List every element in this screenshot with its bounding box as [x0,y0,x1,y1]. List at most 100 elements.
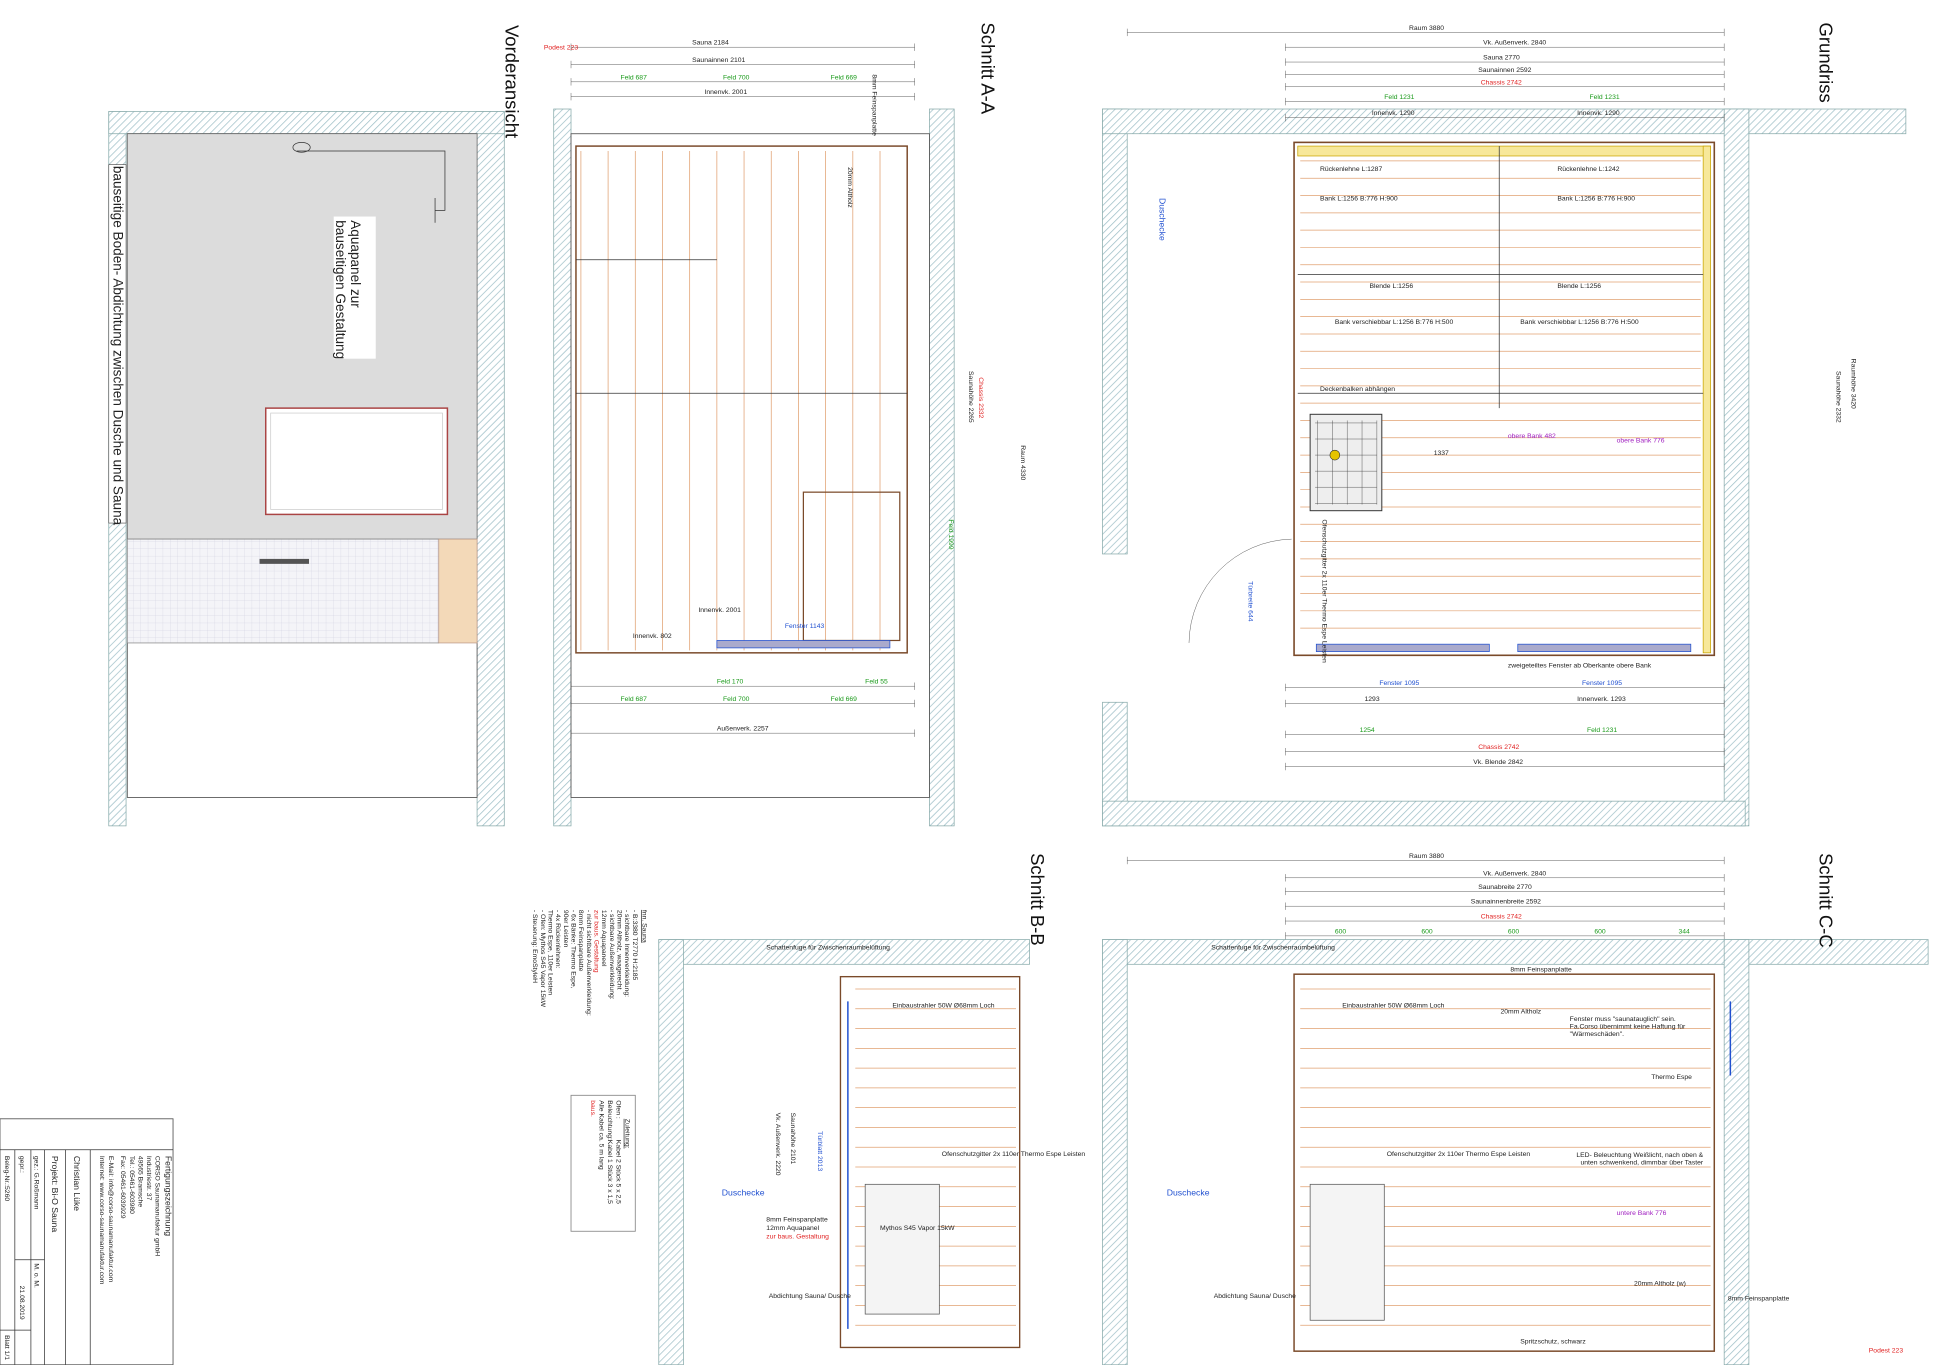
label: 8mm Feinspanplatte [1510,967,1572,974]
dim-label: Sauna 2770 [1483,55,1520,62]
label: 12mm Aquapanel [766,1225,819,1232]
dim-label: Innenvk. 2001 [705,89,748,96]
customer: Christian Lüke [72,1156,82,1211]
dim-label: Saunainnen 2592 [1478,67,1531,74]
dim-label: Raum 3880 [1409,25,1444,32]
dim-label: Feld 1231 [1589,94,1619,101]
dim-label: Sauna 2184 [692,40,729,47]
label: Einbaustrahler 50W Ø68mm Loch [892,1003,994,1010]
door-swing [1188,538,1292,643]
dim-label: Podest 223 [544,45,579,52]
sheet-number: Blatt 1/1 [3,1335,10,1360]
dim-label: Feld 55 [865,679,888,686]
floor-note: bauseitige Boden- Abdichtung zwischen Du… [111,166,126,526]
wood-slats [580,151,881,651]
supply-value: Kabel 2 Stück 5 x 2,5 [615,1140,622,1204]
dim-label: Feld 1231 [1587,727,1617,734]
wall-hatch [1102,939,1128,1365]
supply-value: Kabel 1 Stück 3 x 1,5 [606,1140,613,1204]
document-number: Beleg-Nr.:5260 [3,1156,10,1201]
note-line: - Steuerung: EmoStyleH [531,910,538,983]
oven [1309,413,1383,512]
oven [864,1183,940,1315]
label: 8mm Feinspanplatte [1728,1295,1790,1302]
label: Einbaustrahler 50W Ø68mm Loch [1342,1003,1444,1010]
label-shower-corner: Duschecke [722,1187,765,1197]
sauna-shell [575,145,908,654]
label: Abdichtung Sauna/ Dusche [1214,1293,1296,1300]
dim-label: Vk. Außenverk. 2840 [1483,870,1546,877]
dim-label: Feld 669 [831,696,858,703]
dim-label: Feld 669 [831,74,858,81]
wall-hatch [1723,108,1750,827]
wall-hatch [1102,939,1929,965]
dim-label: 600 [1335,928,1347,935]
label: Rückenlehne L:1242 [1557,166,1619,173]
dim-label: Saunainnenbreite 2592 [1471,899,1541,906]
label-shower-corner: Duschecke [1167,1187,1210,1197]
dim-label: Innenvk. 802 [633,633,672,640]
email: E-Mail: info@corso-saunamanufaktur.com [107,1156,114,1283]
sauna-outline [1293,141,1716,657]
section-bb: Schattenfuge für Zwischenraumbelüftung E… [658,853,1085,1365]
wall-hatch [658,939,1030,965]
bench-tiles [126,538,440,644]
dim-label: Vk. Außenverk. 2220 [774,1113,781,1176]
wall-hatch [476,111,505,827]
heading-section-bb: Schnitt B-B [1027,853,1048,946]
dim-label: Fenster 1095 [1582,680,1622,687]
wall-hatch [658,939,684,1365]
note-line: - nicht sichtbare Außenverkleidung: [585,910,592,1016]
label: Raumhöhe 3420 [1849,359,1856,409]
panel-note-line1: Aquapanel zur [348,220,363,308]
fax: Fax: 05461-6039929 [119,1156,126,1219]
dim-label: Feld 700 [723,74,750,81]
dim-label: Chassis 2742 [1478,744,1519,751]
dim-label: Innenverk. 1293 [1577,696,1626,703]
note-line: - 6x Bänke: Thermo Espe, [570,910,577,989]
label: Bank verschiebbar L:1256 B:776 H:500 [1335,319,1454,326]
shower-fitting [296,150,446,223]
dim-label: Saunahöhe 2101 [789,1113,796,1165]
project: Projekt: Bi-O Sauna [50,1156,60,1233]
dim-label: Feld 687 [620,74,647,81]
label: obere Bank 482 [1508,433,1556,440]
supply-title: Zuleitung: [623,1119,630,1149]
wall-hatch [108,111,505,135]
dim-label: 20mm Altholz [846,167,853,208]
note-line: - Ofen: Mythos S45 Vapor 15kW [539,910,546,1008]
dim-label: Feld 1999 [947,519,954,549]
note-line: - 4x Rückenlehnen: [554,910,561,969]
window-glass [1517,643,1692,652]
wall-hatch [1723,939,1750,1365]
wall-hatch [1102,108,1128,555]
label: Podest 223 [1869,1347,1904,1354]
scale: M. o. M. [33,1263,40,1288]
label: zur baus. Gestaltung [766,1234,829,1241]
dim-label: Feld 1231 [1384,94,1414,101]
label: Ofenschutzgitter 2x 110er Thermo Espe Le… [1320,519,1327,663]
shower-head-icon [292,142,311,153]
note-line: 20mm Altholz, waagerecht [615,910,622,990]
note-line: Thermo Espe, 110er Leisten [547,910,554,995]
label: Blende L:1256 [1557,283,1601,290]
dim-label: Vk. Blende 2842 [1473,759,1523,766]
dim-label: Innenvk. 2001 [698,607,741,614]
dim-label: Raum 4330 [1019,445,1026,480]
date: 21.08.2019 [18,1286,25,1320]
note-line: - B:3380 T2770 H:2185 [631,910,638,981]
panel-note-line2: bauseitigen Gestaltung [333,220,348,359]
phone: Tel.: 05461-603980 [128,1156,135,1214]
label: Mythos S45 Vapor 15kW [880,1225,955,1232]
dim-label: 1293 [1365,696,1380,703]
label: 1337 [1434,450,1449,457]
oven-stones-icon [1329,449,1341,461]
note-line: 8mm Feinspanplatte [577,910,584,972]
note-line: - sichtbare Außenverkleidung: [608,910,615,1000]
section-aa: Podest 223 Sauna 2184 Saunainnen 2101 Fe… [544,22,1026,827]
notes-list: fnn. Sauna - B:3380 T2770 H:2185- sichtb… [531,910,648,1016]
dim-label: 600 [1594,928,1606,935]
dim-label: 8mm Feinspanplatte [871,74,878,136]
dim-label: Feld 700 [723,696,750,703]
